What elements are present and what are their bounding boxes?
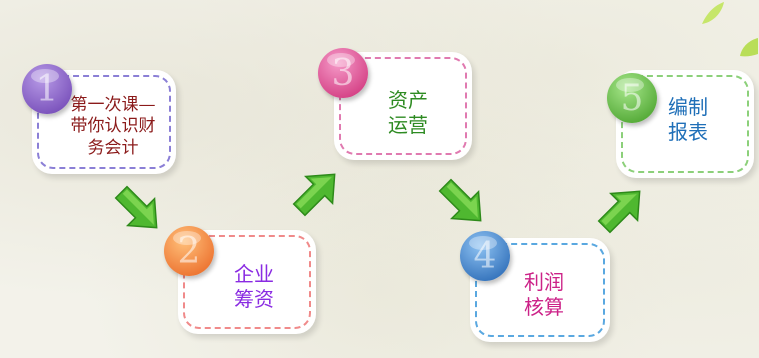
step-1-line-1: 第一次课— xyxy=(70,95,156,115)
step-2-number-badge: 2 xyxy=(164,226,214,276)
step-1-line-3: 务会计 xyxy=(87,137,139,158)
step-2-number: 2 xyxy=(177,230,201,272)
step-2-line-1: 企业 xyxy=(234,262,274,286)
green-arrow-icon xyxy=(438,178,482,222)
step-2-line-2: 筹资 xyxy=(234,287,274,311)
step-3-number: 3 xyxy=(331,52,355,94)
step-3-line-1: 资产 xyxy=(388,88,428,112)
step-4-line-2: 核算 xyxy=(524,295,564,319)
step-4-number-badge: 4 xyxy=(460,231,510,281)
step-4-label: 利润 核算 xyxy=(504,270,584,320)
leaf-icon xyxy=(702,2,758,57)
step-5-label: 编制 报表 xyxy=(648,95,728,145)
step-1-number-badge: 1 xyxy=(22,64,72,114)
step-5-line-1: 编制 xyxy=(668,95,708,119)
step-5-card xyxy=(616,70,754,178)
step-2-card xyxy=(178,230,316,334)
green-arrow-icon xyxy=(292,173,336,217)
step-4-number: 4 xyxy=(473,235,497,277)
step-3-label: 资产 运营 xyxy=(368,88,448,138)
step-1-label: 第一次课— 带你认识财 务会计 xyxy=(52,95,174,159)
green-arrow-icon xyxy=(597,190,641,234)
step-3-line-2: 运营 xyxy=(388,113,428,137)
green-arrow-icon xyxy=(114,185,158,229)
step-5-number-badge: 5 xyxy=(607,73,657,123)
step-5-line-2: 报表 xyxy=(668,120,708,144)
step-2-label: 企业 筹资 xyxy=(214,262,294,312)
step-3-number-badge: 3 xyxy=(318,48,368,98)
step-1-line-2: 带你认识财 xyxy=(70,116,156,137)
step-1-number: 1 xyxy=(35,68,59,110)
step-4-line-1: 利润 xyxy=(524,270,564,294)
step-5-number: 5 xyxy=(620,77,644,119)
